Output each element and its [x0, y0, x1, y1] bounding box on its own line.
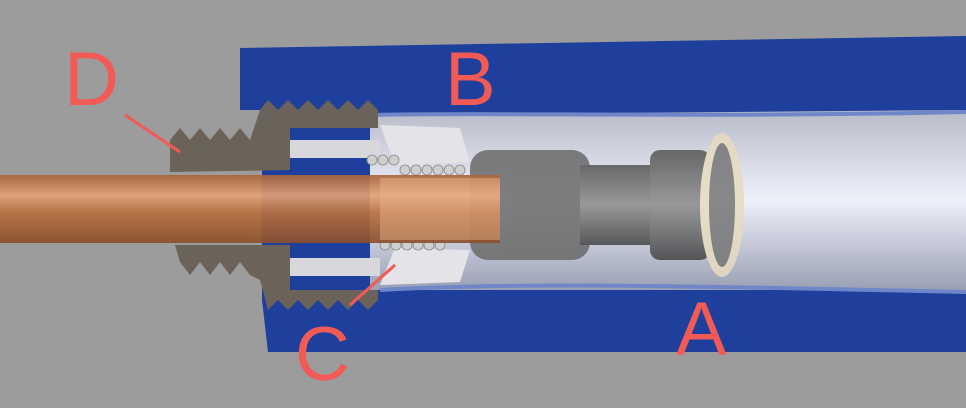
label-c: C — [295, 312, 350, 397]
label-b: B — [445, 37, 496, 122]
leader-line-c — [349, 263, 396, 307]
copper-tube — [0, 175, 500, 243]
leader-line-d — [124, 113, 181, 154]
label-a: A — [676, 287, 727, 372]
nut-d — [170, 100, 378, 310]
label-d: D — [64, 37, 119, 122]
insert-b — [290, 125, 470, 285]
